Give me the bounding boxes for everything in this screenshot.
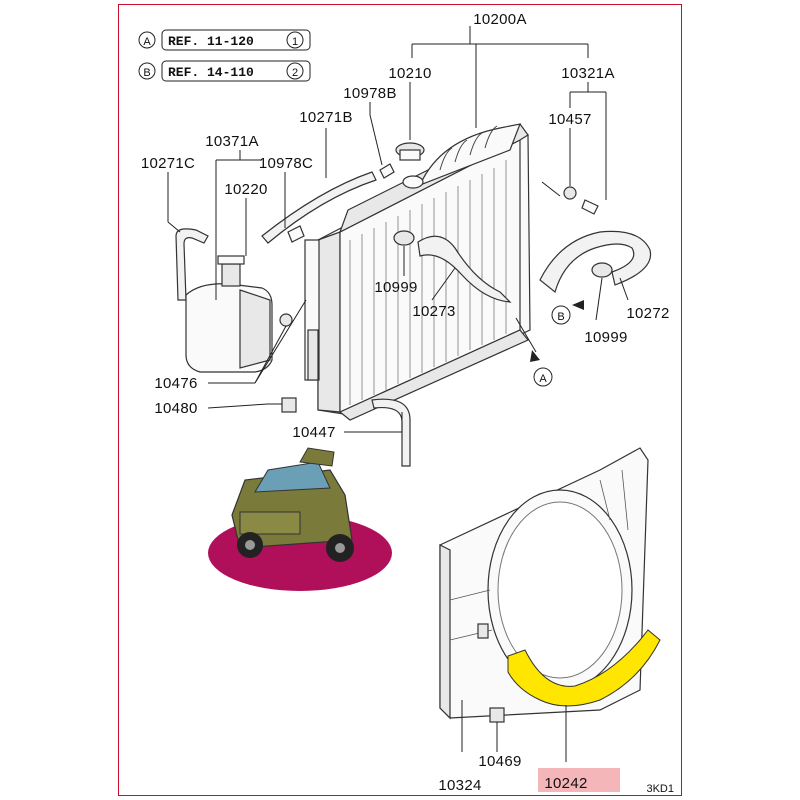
shroud-band-highlight	[507, 629, 661, 707]
bolt-10469-drawing	[489, 707, 505, 740]
bolt-10457-drawing	[563, 186, 599, 215]
part-label-10469[interactable]: 10469	[478, 753, 521, 770]
ref-num-circle	[286, 62, 304, 80]
diagram-code: 3KD1	[646, 783, 674, 795]
part-label-10271B[interactable]: 10271B	[299, 109, 353, 126]
ref-num-circle	[286, 31, 304, 49]
part-label-10978B[interactable]: 10978B	[343, 85, 397, 102]
reference-b[interactable]: B REF. 14-110 2	[138, 60, 311, 82]
lower-hose-drawing	[539, 230, 652, 294]
ref-marker-circle	[138, 62, 156, 80]
reservoir-tank-drawing	[185, 255, 293, 373]
part-label-10321A[interactable]: 10321A	[561, 65, 615, 82]
leader-lines	[167, 26, 629, 762]
radiator-cap-drawing	[395, 142, 425, 189]
fan-shroud-drawing	[439, 447, 649, 720]
hose-clamp-lower	[591, 262, 613, 278]
overflow-hose-10271B	[261, 171, 377, 244]
drain-hose-10447	[371, 398, 411, 467]
part-label-10210[interactable]: 10210	[388, 65, 431, 82]
clip-drawing	[287, 163, 395, 243]
ref-box	[161, 60, 311, 82]
diagram-frame	[118, 4, 682, 796]
part-label-10273[interactable]: 10273	[412, 303, 455, 320]
hose-clamp-upper	[393, 230, 415, 246]
part-label-10271C[interactable]: 10271C	[141, 155, 195, 172]
part-label-10978C[interactable]: 10978C	[259, 155, 313, 172]
ref-marker: A	[143, 36, 151, 48]
part-label-10324[interactable]: 10324	[438, 777, 481, 794]
part-label-10272[interactable]: 10272	[626, 305, 669, 322]
radiator-drawing	[304, 123, 531, 421]
part-label-10447[interactable]: 10447	[292, 424, 335, 441]
overflow-hose-10271C	[175, 228, 209, 301]
upper-hose-drawing	[417, 235, 512, 303]
marker-b: B	[551, 305, 571, 325]
ref-num: 2	[292, 67, 298, 79]
marker-a: A	[533, 367, 553, 387]
part-label-10200A[interactable]: 10200A	[473, 11, 527, 28]
ref-box	[161, 29, 311, 51]
ref-text: REF. 11-120	[168, 34, 254, 49]
part-label-10220[interactable]: 10220	[224, 181, 267, 198]
svg-text:B: B	[557, 311, 564, 323]
ref-marker-circle	[138, 31, 156, 49]
bolt-10480-drawing	[268, 397, 297, 413]
part-label-10457[interactable]: 10457	[548, 111, 591, 128]
part-label-10476[interactable]: 10476	[154, 375, 197, 392]
ref-marker: B	[143, 67, 150, 79]
part-label-10999-upper[interactable]: 10999	[374, 279, 417, 296]
vehicle-mascot-illustration	[208, 447, 392, 591]
reference-a[interactable]: A REF. 11-120 1	[138, 29, 311, 51]
part-label-10242[interactable]: 10242	[544, 775, 587, 792]
part-label-10371A[interactable]: 10371A	[205, 133, 259, 150]
part-highlight-10242	[538, 768, 620, 792]
part-label-10999-lower[interactable]: 10999	[584, 329, 627, 346]
part-label-10480[interactable]: 10480	[154, 400, 197, 417]
ref-text: REF. 14-110	[168, 65, 254, 80]
svg-text:A: A	[539, 373, 547, 385]
ref-num: 1	[292, 36, 298, 48]
